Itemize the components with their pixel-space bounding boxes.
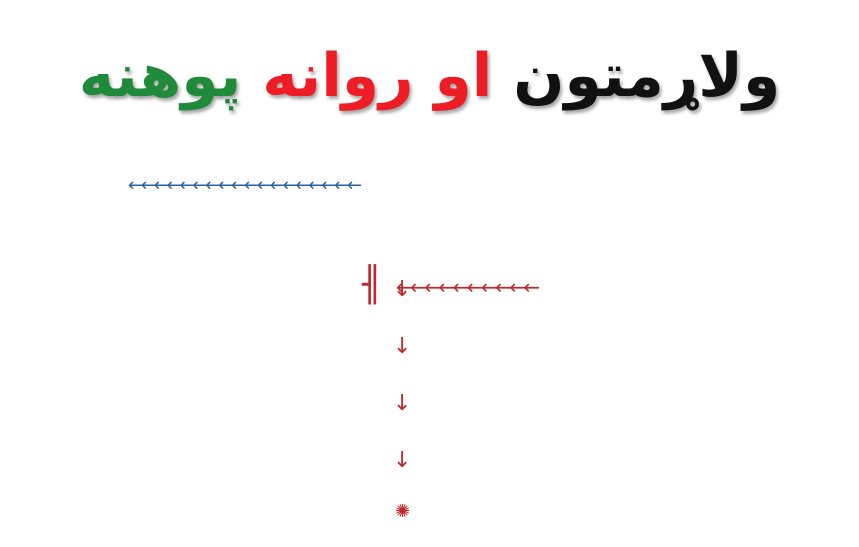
down-arrow-icon: ↓ [393,277,412,302]
top-arrow-row: ←←←←←←←←←←←←←←←←←← [128,175,362,196]
bracket-symbol: ╢ [362,265,383,305]
down-arrow-icon: ↓ [393,448,412,473]
mid-arrow-row: ←←←←←←←←←← [396,275,540,299]
title-word-red: او روانه [262,41,493,111]
down-arrow-icon: ↓ [393,334,412,359]
title-word-green: پوهنه [78,41,242,111]
title-word-black: ولاړمتون [513,41,781,111]
down-arrow-icon: ↓ [393,391,412,416]
page-title: ولاړمتون او روانه پوهنه [0,26,859,126]
flower-icon: ✺ [395,501,411,522]
